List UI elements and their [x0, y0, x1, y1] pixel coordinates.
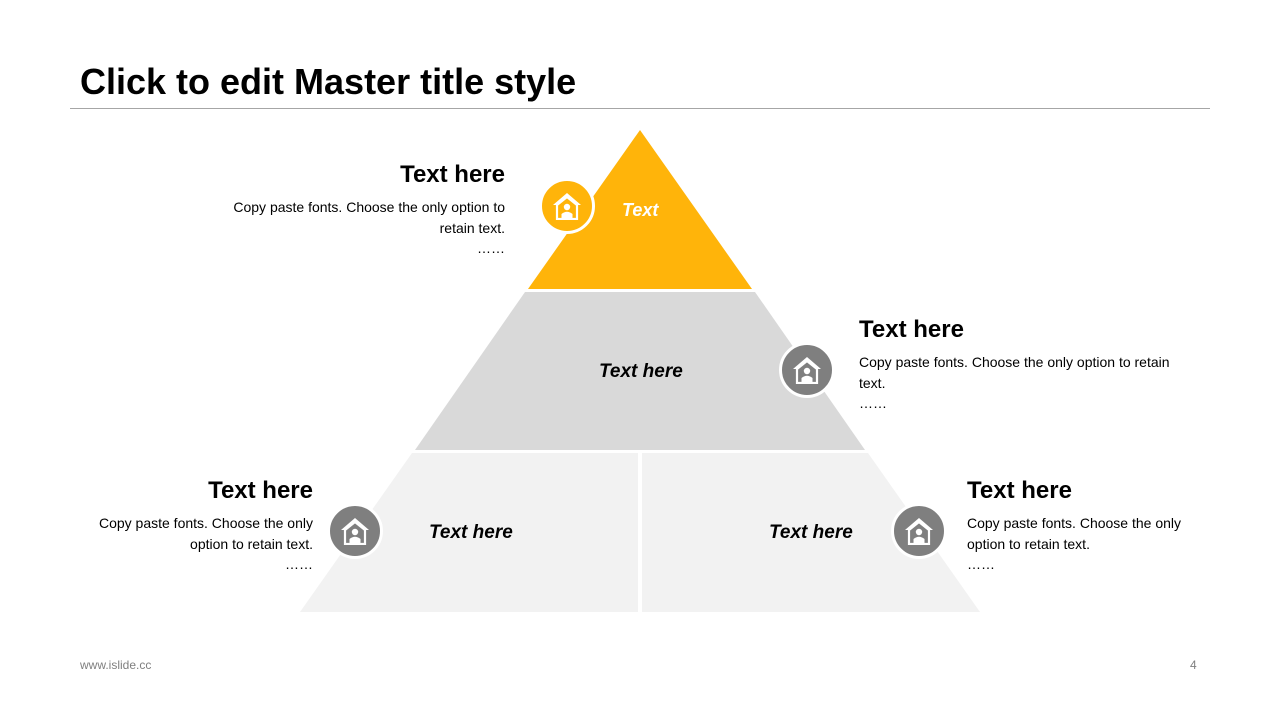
- pyramid-top-label: Text: [622, 200, 659, 220]
- pyramid-tier-top: [528, 130, 752, 289]
- home-person-icon: [891, 503, 947, 559]
- block-heading[interactable]: Text here: [859, 316, 964, 343]
- pyramid-bottom-right-label: Text here: [769, 522, 853, 543]
- footer-url: www.islide.cc: [80, 658, 152, 672]
- title-divider: [70, 108, 1210, 109]
- block-ellipsis: ……: [859, 395, 887, 411]
- page-number: 4: [1190, 658, 1197, 672]
- home-person-icon-glyph: [341, 518, 369, 545]
- block-body[interactable]: Copy paste fonts. Choose the only option…: [98, 515, 313, 552]
- slide-title[interactable]: Click to edit Master title style: [80, 61, 577, 102]
- pyramid-bottom-left-label: Text here: [429, 522, 513, 543]
- block-body[interactable]: Copy paste fonts. Choose the only option…: [233, 199, 505, 236]
- home-person-icon: [327, 503, 383, 559]
- home-person-icon: [539, 178, 595, 234]
- text-block-bottom-right: Text here Copy paste fonts. Choose the o…: [967, 476, 1200, 573]
- pyramid-tier-middle: [415, 292, 865, 450]
- block-body[interactable]: Copy paste fonts. Choose the only option…: [967, 515, 1182, 552]
- text-block-middle: Text here Copy paste fonts. Choose the o…: [859, 315, 1189, 412]
- block-heading[interactable]: Text here: [208, 477, 313, 504]
- home-person-icon-glyph: [905, 518, 933, 545]
- pyramid-middle-label: Text here: [599, 361, 683, 382]
- block-heading[interactable]: Text here: [967, 477, 1072, 504]
- text-block-bottom-left: Text here Copy paste fonts. Choose the o…: [80, 476, 313, 573]
- pyramid-tier-bottom-right: [642, 453, 980, 612]
- home-person-icon: [779, 342, 835, 398]
- block-heading[interactable]: Text here: [400, 161, 505, 188]
- text-block-top: Text here Copy paste fonts. Choose the o…: [205, 160, 505, 257]
- block-ellipsis: ……: [477, 240, 505, 256]
- block-ellipsis: ……: [967, 556, 995, 572]
- block-ellipsis: ……: [285, 556, 313, 572]
- home-person-icon-glyph: [553, 193, 581, 220]
- home-person-icon-glyph: [793, 357, 821, 384]
- pyramid-tier-bottom-left: [300, 453, 638, 612]
- block-body[interactable]: Copy paste fonts. Choose the only option…: [859, 354, 1170, 391]
